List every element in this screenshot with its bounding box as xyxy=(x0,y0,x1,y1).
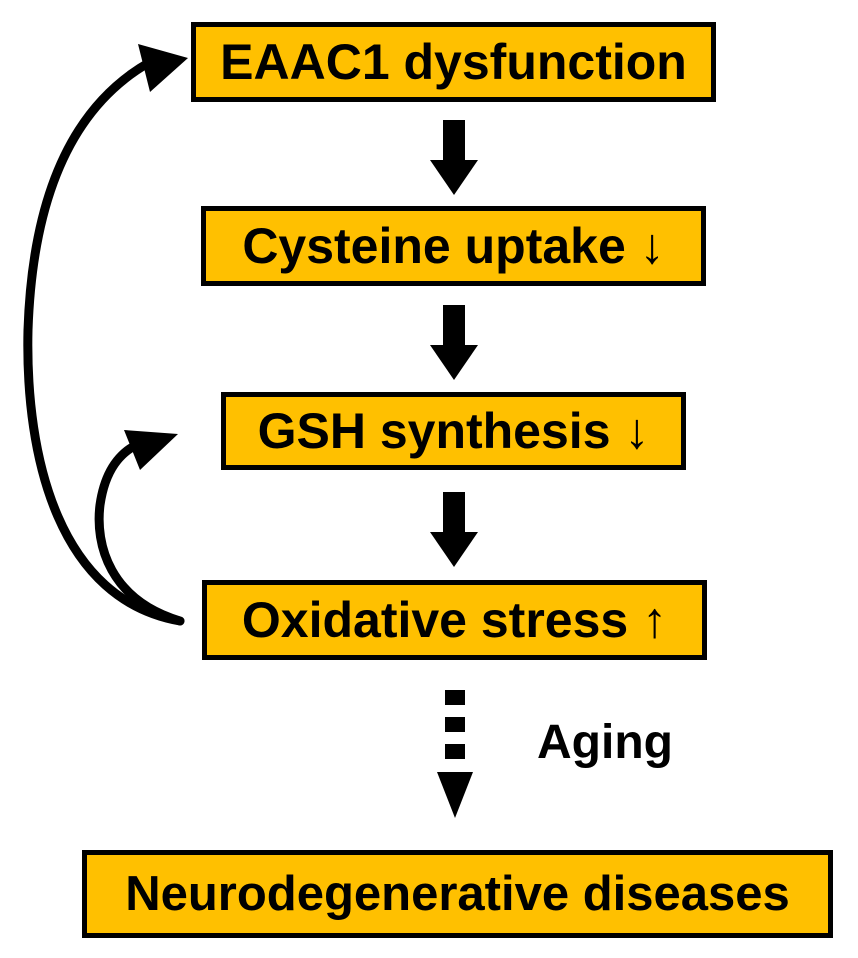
feedback-arc-to-gsh xyxy=(94,430,185,626)
feedback-arc-to-eaac1 xyxy=(23,44,188,626)
arrow-oxidative-to-neuro-dashed xyxy=(437,690,473,818)
node-gsh-synthesis: GSH synthesis ↓ xyxy=(221,392,686,470)
node-oxidative-stress: Oxidative stress ↑ xyxy=(202,580,707,660)
node-neurodegenerative-diseases: Neurodegenerative diseases xyxy=(82,850,833,938)
node-eaac1-dysfunction: EAAC1 dysfunction xyxy=(191,22,716,102)
node-cysteine-uptake: Cysteine uptake ↓ xyxy=(201,206,706,286)
arrow-cysteine-to-gsh xyxy=(430,305,478,380)
edge-label-aging: Aging xyxy=(537,716,673,769)
arrow-gsh-to-oxidative xyxy=(430,492,478,567)
arrow-eaac1-to-cysteine xyxy=(430,120,478,195)
